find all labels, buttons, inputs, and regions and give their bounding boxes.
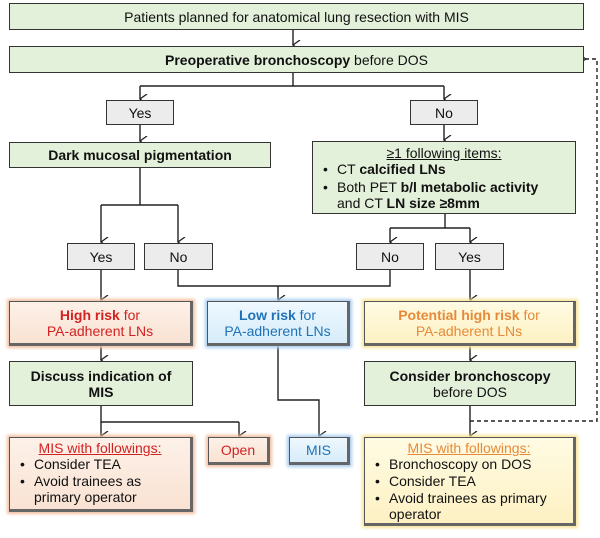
mis-box: MIS xyxy=(289,437,350,465)
low-risk-box: Low risk for PA-adherent LNs xyxy=(207,301,350,346)
open-text: Open xyxy=(220,442,256,458)
yes-box-3: Yes xyxy=(435,243,504,270)
open-box: Open xyxy=(208,437,270,465)
yes-box-2: Yes xyxy=(67,243,135,270)
dashed-feedback-arrow xyxy=(470,59,598,422)
pigmentation-box: Dark mucosal pigmentation xyxy=(9,142,271,168)
mis-right-box: MIS with followings: Bronchoscopy on DOS… xyxy=(364,437,576,526)
bronch-bold: Preoperative bronchoscopy xyxy=(165,51,351,68)
yes-box-1: Yes xyxy=(106,100,174,125)
consider-bold: Consider bronchoscopy xyxy=(389,367,551,384)
pigmentation-text: Dark mucosal pigmentation xyxy=(48,147,232,163)
arrow-criteria-split xyxy=(390,213,470,229)
mis-left-box: MIS with followings: Consider TEA Avoid … xyxy=(9,437,193,512)
mis-left-title: MIS with followings: xyxy=(38,440,162,456)
high-risk-line2: PA-adherent LNs xyxy=(46,322,154,339)
mis-text: MIS xyxy=(306,442,331,458)
yes-label: Yes xyxy=(89,248,113,265)
arrow-discuss-split xyxy=(100,405,239,423)
potential-risk-box: Potential high risk for PA-adherent LNs xyxy=(364,301,576,346)
discuss-line2: MIS xyxy=(88,383,114,400)
consider-line2: before DOS xyxy=(433,383,507,400)
bronch-rest: before DOS xyxy=(350,51,428,68)
no-box-1: No xyxy=(410,100,478,125)
discuss-box: Discuss indication of MIS xyxy=(9,361,193,406)
bronchoscopy-box: Preoperative bronchoscopy before DOS xyxy=(9,46,584,73)
low-risk-line2: PA-adherent LNs xyxy=(224,322,331,339)
arrow-low-to-mis xyxy=(277,345,319,436)
arrow-no-merge xyxy=(177,269,391,287)
list-item: Bronchoscopy on DOS xyxy=(373,456,565,472)
list-item: Avoid trainees as primary operator xyxy=(373,490,565,522)
yes-label: Yes xyxy=(128,104,152,121)
potential-risk-line2: PA-adherent LNs xyxy=(415,322,523,339)
criteria-item-1: CT calcified LNs xyxy=(321,161,567,177)
consider-box: Consider bronchoscopy before DOS xyxy=(364,361,576,406)
start-box: Patients planned for anatomical lung res… xyxy=(9,3,584,30)
arrow-bronch-split xyxy=(140,72,444,87)
high-risk-box: High risk for PA-adherent LNs xyxy=(9,301,193,346)
criteria-title: ≥1 following items: xyxy=(386,144,502,161)
no-box-3: No xyxy=(356,243,424,270)
start-text: Patients planned for anatomical lung res… xyxy=(124,8,469,25)
list-item: Avoid trainees as primary operator xyxy=(18,473,182,505)
mis-right-title: MIS with followings: xyxy=(407,440,531,456)
discuss-line1: Discuss indication of xyxy=(30,367,172,384)
no-label: No xyxy=(381,248,399,265)
criteria-box: ≥1 following items: CT calcified LNs Bot… xyxy=(312,141,576,214)
no-label: No xyxy=(435,104,453,121)
list-item: Consider TEA xyxy=(18,456,182,472)
no-box-2: No xyxy=(144,243,213,270)
yes-label: Yes xyxy=(458,248,481,265)
list-item: Consider TEA xyxy=(373,473,565,489)
arrow-pigment-split xyxy=(101,167,178,206)
no-label: No xyxy=(169,248,188,265)
